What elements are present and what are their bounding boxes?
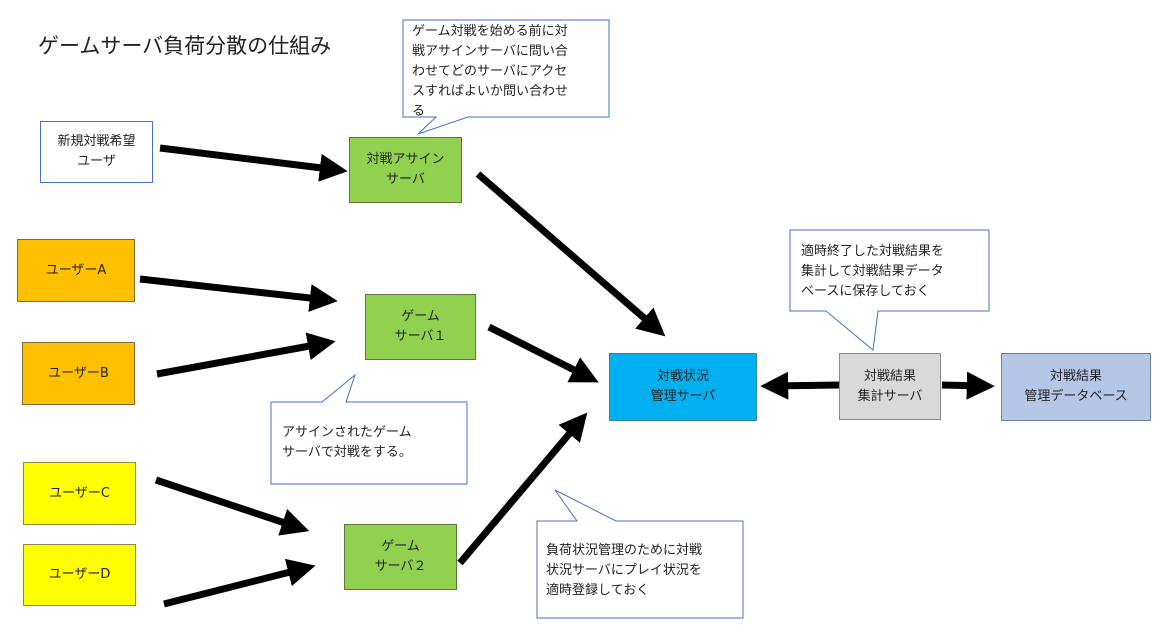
arrow-aggregator-to-status	[760, 371, 841, 400]
arrow-user-d-to-game2	[163, 558, 316, 608]
callout-play-on-server-bubble	[270, 373, 468, 485]
callout-aggregate-results-text: 適時終了した対戦結果を 集計して対戦結果データ ベースに保存しておく	[801, 244, 945, 299]
node-new-user: 新規対戦希望 ユーザ	[40, 121, 153, 183]
arrow-aggregator-to-db	[941, 371, 995, 400]
arrow-user-c-to-game2	[154, 476, 310, 536]
callout-report-status-bubble	[536, 489, 744, 619]
arrow-user-b-to-game1	[156, 332, 336, 378]
node-result-db: 対戦結果 管理データベース	[1001, 353, 1151, 421]
node-assign-server: 対戦アサイン サーバ	[349, 137, 462, 203]
node-game-server-1: ゲーム サーバ１	[365, 294, 476, 360]
node-game-server-2: ゲーム サーバ２	[344, 524, 457, 590]
diagram-title: ゲームサーバ負荷分散の仕組み	[38, 34, 332, 58]
callout-report-status-text: 負荷状況管理のために対戦 状況サーバにプレイ状況を 適時登録しておく	[546, 543, 703, 598]
callout-play-on-server-text: アサインされたゲーム サーバで対戦をする。	[282, 425, 412, 460]
callout-assign-query-bubble	[402, 19, 610, 135]
node-match-status-server: 対戦状況 管理サーバ	[609, 353, 757, 421]
callout-assign-query-text: ゲーム対戦を始める前に対 戦アサインサーバに問い合 わせてどのサーバにアクセ ス…	[412, 24, 569, 119]
node-result-aggregation-server: 対戦結果 集計サーバ	[839, 353, 941, 420]
arrow-assign-to-status	[475, 171, 666, 337]
callout-aggregate-results-bubble	[789, 229, 990, 351]
node-user-a: ユーザーA	[17, 239, 135, 302]
arrow-game1-to-status	[487, 323, 599, 383]
node-user-d: ユーザーD	[23, 544, 136, 606]
node-user-b: ユーザーB	[22, 342, 135, 405]
node-user-c: ユーザーC	[23, 462, 136, 525]
arrow-user-a-to-game1	[139, 275, 338, 312]
arrow-new-user-to-assign	[159, 144, 348, 182]
arrow-game2-to-status	[457, 412, 588, 566]
